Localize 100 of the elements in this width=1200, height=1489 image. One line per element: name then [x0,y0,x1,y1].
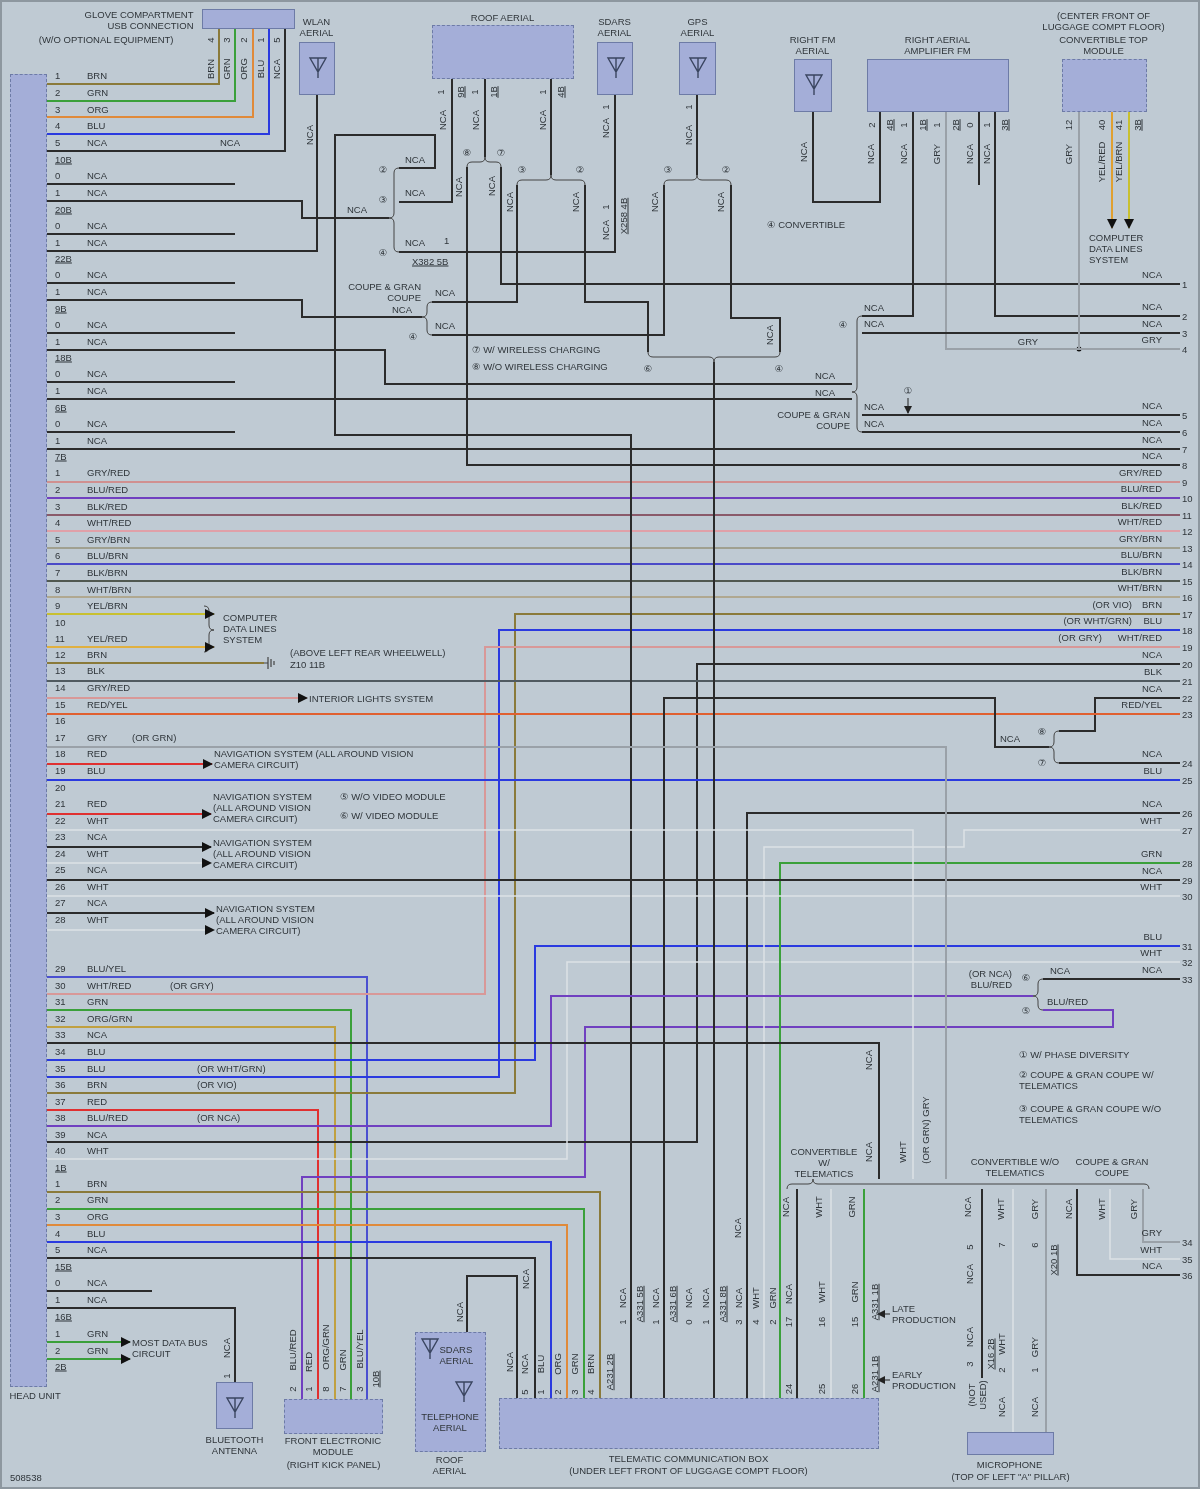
wire-label: NCA [682,124,694,146]
terminal-number: 26 [1180,807,1196,819]
wire-label: ① [903,384,913,396]
terminal-number: 11 [1180,509,1196,521]
wire-label: 3 [732,1319,744,1325]
wire-label: 38 [55,1111,66,1123]
wire [466,166,1181,466]
wire [431,184,665,336]
wire-label: WHT [1140,946,1162,958]
wire-label: ⑧ [1037,725,1047,737]
wire-label: A331 6B [666,1285,678,1323]
wire-label: NCA [87,1243,108,1255]
wire-label: NCA [732,1287,744,1309]
wire-label: WHT [87,1144,109,1156]
component-label: RIGHT FM AERIAL [788,33,837,56]
wire-label: 1 [444,234,450,246]
wire-label: BLU/YEL [353,1329,365,1369]
wire-label: 0 [55,417,61,429]
wire-label: GRN [87,1193,109,1205]
component-label: CONVERTIBLE TOP MODULE [1058,33,1149,56]
wire-label: GRN [845,1196,857,1218]
wire-label: 10B [369,1370,381,1388]
wire-label: NCA [1028,1396,1040,1418]
wire-label: NCA [1141,433,1162,445]
wire-label: NCA [391,303,413,315]
brace [1033,979,1043,1010]
wire-label: (OR GRN) GRY [919,1096,931,1164]
terminal-number: 7 [1180,443,1196,455]
terminal-number: 10 [1180,492,1196,504]
wire-label: 1 [55,335,61,347]
wire-label: YEL/BRN [1112,141,1124,183]
wire [46,349,853,385]
wire-label: 1 [699,1319,711,1325]
wire [46,646,1181,995]
wire-label: NCA [1141,399,1162,411]
wire-label: 1 [55,434,61,446]
terminal-number: 28 [1180,857,1196,869]
wire [861,111,914,317]
wire [1078,111,1181,350]
wire-label: 2 [55,1344,61,1356]
wire [663,697,1050,1399]
wire-label: NCA [862,1141,874,1163]
wire-label: 2 [865,122,877,128]
wire-label: 12 [1062,119,1074,131]
wire-label: ④ [838,318,848,330]
wire-label: BLK/RED [87,500,128,512]
wire-label: 40 [55,1144,66,1156]
brace [648,352,780,362]
wire-label: NCA [1141,1259,1162,1271]
wire [863,1188,865,1399]
wire-label: 17 [55,731,66,743]
component-label: (W/O OPTIONAL EQUIPMENT) [37,33,174,45]
wire-label: 4 [584,1389,596,1395]
wire [696,94,698,176]
terminal-number: 18 [1180,624,1196,636]
wire-label: 2 [766,1319,778,1325]
wire-label: RED/YEL [87,698,128,710]
wire-label: BLK [1144,665,1162,677]
wire-label: NCA [779,1196,791,1218]
wire-label: RED [87,1095,108,1107]
terminal-number: 6 [1180,426,1196,438]
wire-label: ② [721,163,731,175]
wire-label: BLU/BRN [87,549,129,561]
wire-label: NCA [87,236,108,248]
wire-label: ④ [774,362,784,374]
wire-label: 7 [995,1242,1007,1248]
wire-label: NCA [980,143,992,165]
wire-label: 1 [536,89,548,95]
wire-label: 2 [55,483,61,495]
wire-label: 0 [55,169,61,181]
wire-label: 16 [55,714,66,726]
wire-label: ⑦ W/ WIRELESS CHARGING [472,343,601,355]
wire-label: Z10 11B [290,658,326,670]
wire [46,530,1181,532]
wire-label: RED [87,747,108,759]
wire-arrow [46,809,212,819]
wire-label: WHT [896,1141,908,1163]
terminal-number: 34 [1180,1236,1196,1248]
component-label: ROOF AERIAL [431,1453,468,1476]
wire [46,514,1181,516]
system-label: NAVIGATION SYSTEM (ALL AROUND VISION CAMERA CIRCUIT) [211,835,326,871]
wire-label: NCA [519,1268,531,1290]
terminal-number: 16 [1180,591,1196,603]
wire-label: 1B [916,119,928,131]
wire-label: NCA [1141,449,1162,461]
wire [46,829,914,1180]
wire [46,563,1181,565]
wire-label: 1 [599,104,611,110]
wire-label: GRN [1140,847,1162,859]
component-label: (CENTER FRONT OF LUGGAGE COMPT FLOOR) [1041,9,1166,32]
wire-label: 20B [55,203,72,215]
wire [46,1042,880,1180]
wire-label: NCA [616,1287,628,1309]
wire-label: 13 [55,664,66,676]
wire-label: BLU [87,1062,106,1074]
wire [46,497,1181,499]
wire-label: 7 [55,566,61,578]
wire-label: NCA [87,1276,108,1288]
wire-label: NCA [405,186,426,198]
terminal-number: 20 [1180,658,1196,670]
